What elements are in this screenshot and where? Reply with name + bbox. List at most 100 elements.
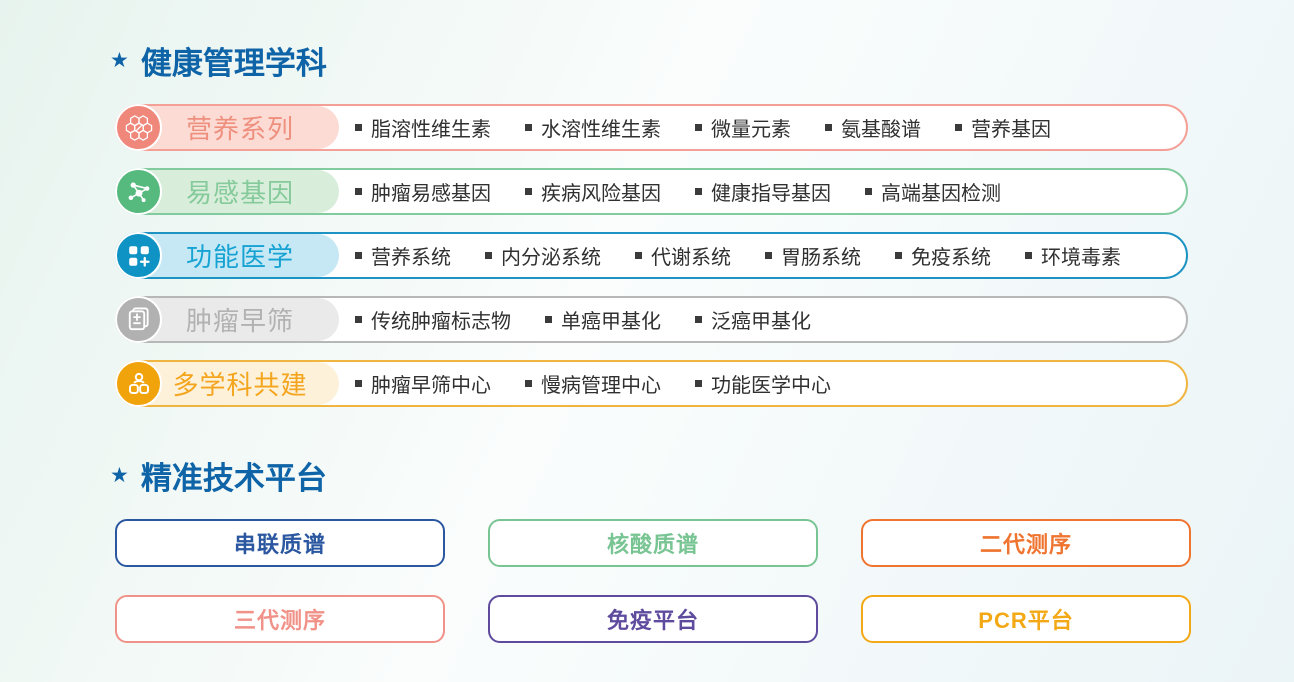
service-item: 脂溶性维生素 [355, 113, 491, 142]
platform-button-nucleic-acid-ms[interactable]: 核酸质谱 [488, 519, 818, 567]
category-row-nutrition: 营养系列 脂溶性维生素 水溶性维生素 微量元素 氨基酸谱 营养基因 [115, 104, 1188, 151]
service-item-label: 微量元素 [711, 119, 791, 141]
service-item: 慢病管理中心 [525, 369, 661, 398]
bullet-square-icon [355, 380, 362, 387]
category-icon-badge [115, 360, 162, 407]
service-item-label: 代谢系统 [651, 247, 731, 269]
bullet-square-icon [895, 252, 902, 259]
bullet-square-icon [765, 252, 772, 259]
service-item: 内分泌系统 [485, 241, 601, 270]
platform-button-third-gen-sequencing[interactable]: 三代测序 [115, 595, 445, 643]
service-item-label: 慢病管理中心 [541, 375, 661, 397]
service-item-label: 泛癌甲基化 [711, 311, 811, 333]
service-item: 营养基因 [955, 113, 1051, 142]
platform-button-immune-platform[interactable]: 免疫平台 [488, 595, 818, 643]
service-item-label: 疾病风险基因 [541, 183, 661, 205]
category-row-susceptibility-genes: 易感基因 肿瘤易感基因 疾病风险基因 健康指导基因 高端基因检测 [115, 168, 1188, 215]
service-item: 高端基因检测 [865, 177, 1001, 206]
service-item-label: 功能医学中心 [711, 375, 831, 397]
service-item: 微量元素 [695, 113, 791, 142]
category-row-multidisciplinary: 多学科共建 肿瘤早筛中心 慢病管理中心 功能医学中心 [115, 360, 1188, 407]
bullet-square-icon [825, 124, 832, 131]
grid-plus-icon [128, 245, 150, 267]
bullet-square-icon [355, 124, 362, 131]
star-icon: ★ [110, 48, 129, 72]
service-item-label: 内分泌系统 [501, 247, 601, 269]
category-icon-badge [115, 296, 162, 343]
team-icon [128, 372, 149, 394]
category-row-tumor-screening: 肿瘤早筛 传统肿瘤标志物 单癌甲基化 泛癌甲基化 [115, 296, 1188, 343]
service-item-label: 高端基因检测 [881, 183, 1001, 205]
service-item: 代谢系统 [635, 241, 731, 270]
service-item-label: 水溶性维生素 [541, 119, 661, 141]
category-items: 营养系统 内分泌系统 代谢系统 胃肠系统 免疫系统 环境毒素 [355, 241, 1121, 270]
service-item-label: 氨基酸谱 [841, 119, 921, 141]
category-items: 脂溶性维生素 水溶性维生素 微量元素 氨基酸谱 营养基因 [355, 113, 1051, 142]
service-item-label: 营养基因 [971, 119, 1051, 141]
category-icon-badge [115, 232, 162, 279]
service-item: 水溶性维生素 [525, 113, 661, 142]
service-item: 胃肠系统 [765, 241, 861, 270]
service-item-label: 肿瘤早筛中心 [371, 375, 491, 397]
category-icon-badge [115, 168, 162, 215]
platform-button-pcr-platform[interactable]: PCR平台 [861, 595, 1191, 643]
molecule-icon [128, 181, 149, 202]
category-label: 功能医学 [185, 242, 294, 272]
service-item: 功能医学中心 [695, 369, 831, 398]
platform-button-ngs[interactable]: 二代测序 [861, 519, 1191, 567]
category-items: 肿瘤易感基因 疾病风险基因 健康指导基因 高端基因检测 [355, 177, 1001, 206]
service-item-label: 免疫系统 [911, 247, 991, 269]
service-item: 疾病风险基因 [525, 177, 661, 206]
service-item: 免疫系统 [895, 241, 991, 270]
service-item: 泛癌甲基化 [695, 305, 811, 334]
service-item-label: 环境毒素 [1041, 247, 1121, 269]
service-item: 传统肿瘤标志物 [355, 305, 511, 334]
section-title-text: 健康管理学科 [140, 45, 327, 81]
service-item-label: 单癌甲基化 [561, 311, 661, 333]
platform-button-tandem-ms[interactable]: 串联质谱 [115, 519, 445, 567]
honeycomb-icon [125, 114, 152, 141]
bullet-square-icon [865, 188, 872, 195]
section-title-platforms: ★ 精准技术平台 [110, 457, 1294, 496]
category-label: 易感基因 [185, 178, 294, 208]
category-label: 营养系列 [185, 114, 294, 144]
bullet-square-icon [525, 380, 532, 387]
bullet-square-icon [355, 252, 362, 259]
service-item: 氨基酸谱 [825, 113, 921, 142]
bullet-square-icon [695, 124, 702, 131]
bullet-square-icon [695, 380, 702, 387]
service-item-label: 胃肠系统 [781, 247, 861, 269]
service-item: 健康指导基因 [695, 177, 831, 206]
service-item: 环境毒素 [1025, 241, 1121, 270]
service-item-label: 营养系统 [371, 247, 451, 269]
bullet-square-icon [955, 124, 962, 131]
category-label: 多学科共建 [172, 370, 308, 400]
star-icon: ★ [110, 463, 129, 487]
category-items: 传统肿瘤标志物 单癌甲基化 泛癌甲基化 [355, 305, 811, 334]
service-item-label: 脂溶性维生素 [371, 119, 491, 141]
bullet-square-icon [525, 124, 532, 131]
bullet-square-icon [695, 316, 702, 323]
service-item-label: 肿瘤易感基因 [371, 183, 491, 205]
bullet-square-icon [695, 188, 702, 195]
service-item-label: 传统肿瘤标志物 [371, 311, 511, 333]
platform-buttons-grid: 串联质谱 核酸质谱 二代测序 三代测序 免疫平台 PCR平台 [115, 519, 1294, 643]
category-items: 肿瘤早筛中心 慢病管理中心 功能医学中心 [355, 369, 831, 398]
bullet-square-icon [1025, 252, 1032, 259]
bullet-square-icon [525, 188, 532, 195]
service-item: 肿瘤易感基因 [355, 177, 491, 206]
section-title-text: 精准技术平台 [140, 460, 327, 496]
bullet-square-icon [635, 252, 642, 259]
service-item: 单癌甲基化 [545, 305, 661, 334]
tech-platforms-section: ★ 精准技术平台 串联质谱 核酸质谱 二代测序 三代测序 免疫平台 PCR平台 [110, 457, 1294, 643]
bullet-square-icon [485, 252, 492, 259]
bullet-square-icon [545, 316, 552, 323]
category-rows: 营养系列 脂溶性维生素 水溶性维生素 微量元素 氨基酸谱 营养基因 [110, 104, 1294, 407]
service-item-label: 健康指导基因 [711, 183, 831, 205]
service-item: 营养系统 [355, 241, 451, 270]
category-icon-badge [115, 104, 162, 151]
bullet-square-icon [355, 316, 362, 323]
service-item: 肿瘤早筛中心 [355, 369, 491, 398]
health-disciplines-section: ★ 健康管理学科 [110, 42, 1294, 407]
category-label: 肿瘤早筛 [185, 306, 294, 336]
